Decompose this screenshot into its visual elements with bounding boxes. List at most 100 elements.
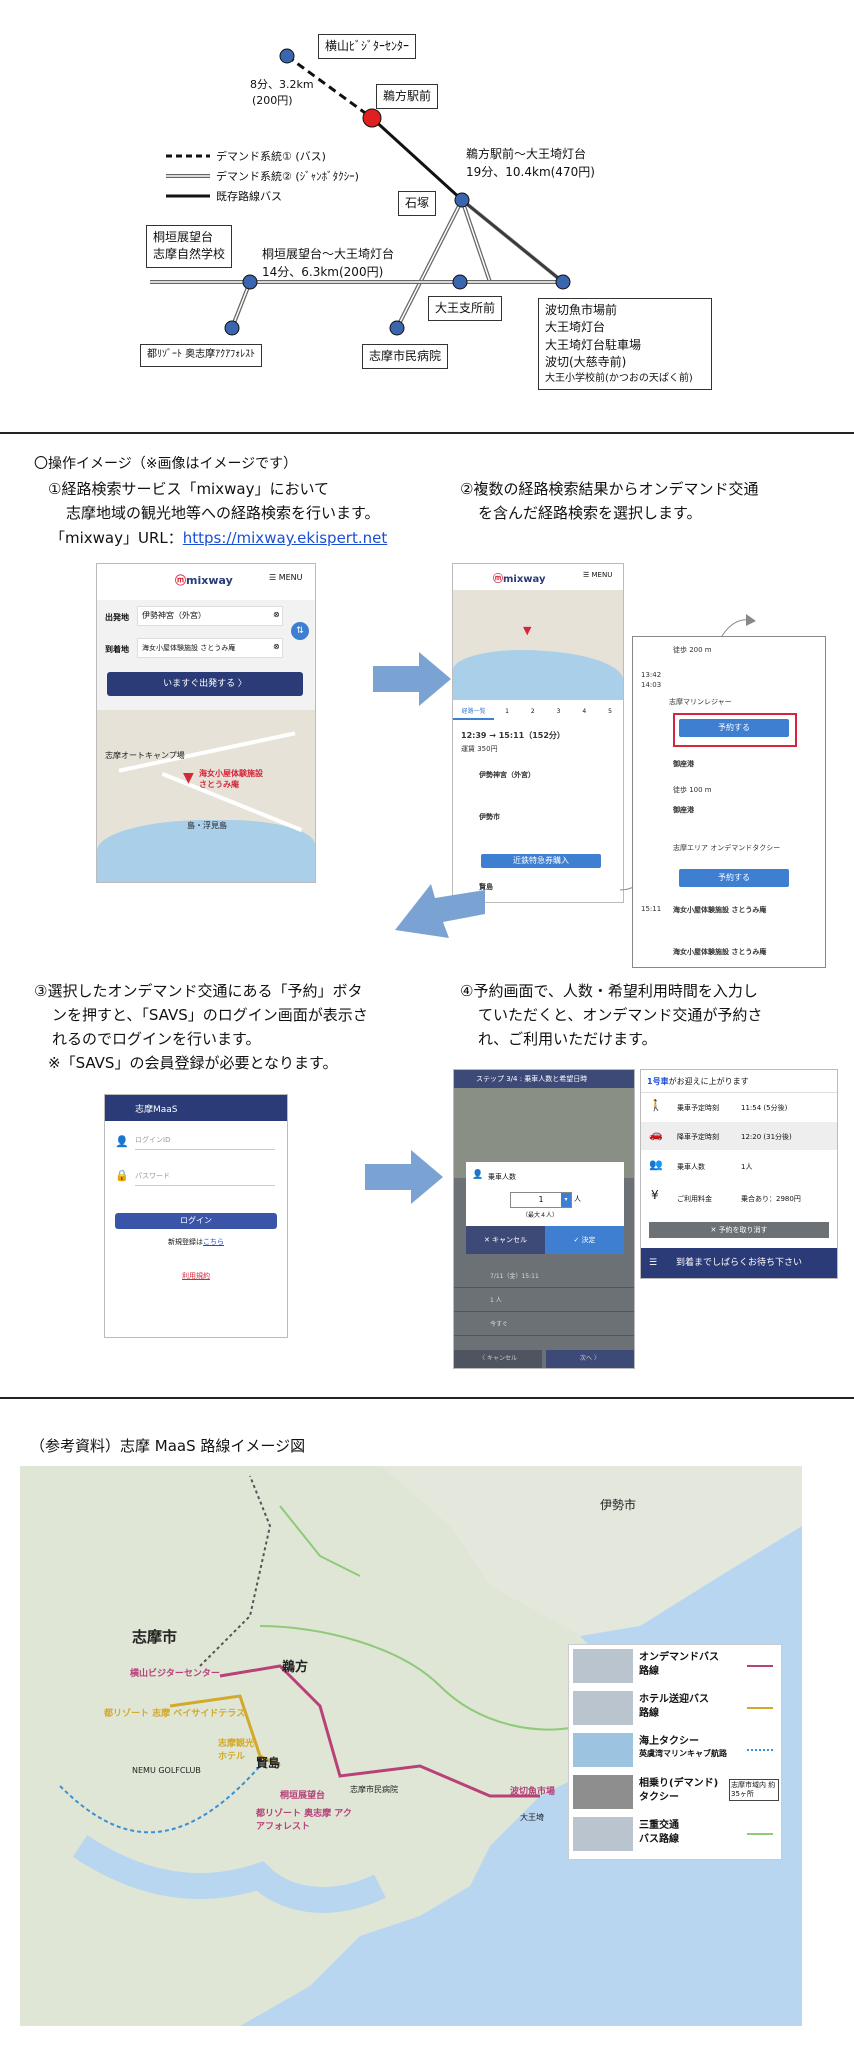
- cancel-button[interactable]: ✕ キャンセル: [466, 1226, 545, 1254]
- register-link[interactable]: こちら: [203, 1238, 224, 1246]
- swap-icon[interactable]: ⇅: [291, 622, 309, 640]
- from-input[interactable]: 伊勢神宮（外宮）: [137, 606, 283, 626]
- reserve-highlight: [673, 713, 797, 747]
- back-button[interactable]: 〈 キャンセル: [454, 1350, 542, 1368]
- clear-to-icon[interactable]: ⊗: [273, 642, 280, 651]
- step4-line2: ていただくと、オンデマンド交通が予約さ: [478, 1006, 763, 1024]
- waiting-footer: ☰到着までしばらくお待ち下さい: [641, 1248, 837, 1278]
- reserve-button-1[interactable]: 予約する: [679, 719, 789, 737]
- tab-4[interactable]: 4: [582, 708, 587, 715]
- legend-text-sanco-bus: 三重交通バス路線: [639, 1820, 679, 1845]
- people-row[interactable]: 1 人: [454, 1290, 634, 1312]
- arr-time-1: 14:03: [641, 681, 662, 689]
- car-suffix: がお迎えに上がります: [668, 1077, 749, 1086]
- nakiri-line3: 大王埼灯台駐車場: [545, 337, 642, 352]
- hospital-box: 志摩市民病院: [362, 344, 449, 370]
- to-input[interactable]: 海女小屋体験施設 さとうみ庵: [137, 638, 283, 658]
- map-hospital: 志摩市民病院: [350, 1785, 398, 1794]
- menu-button[interactable]: ☰ MENU: [269, 573, 303, 582]
- kirigaki-line2: 志摩自然学校: [153, 247, 226, 262]
- from-label: 出発地: [105, 613, 129, 622]
- legend-existing: 既存路線バス: [216, 190, 282, 203]
- map-area-2: ▼: [453, 590, 623, 700]
- map-bayside: 都リゾート 志摩 ベイサイドテラス: [104, 1709, 246, 1719]
- password-input[interactable]: パスワード: [135, 1171, 275, 1186]
- mixway-url-link[interactable]: https://mixway.ekispert.net: [182, 529, 388, 547]
- register-text: 新規登録は: [168, 1238, 203, 1246]
- step-header-title: ステップ 3/4 : 乗車人数と希望日時: [476, 1075, 588, 1083]
- hamburger-icon: ☰: [269, 573, 277, 582]
- step3-line1: ③選択したオンデマンド交通にある「予約」ボタ: [34, 982, 363, 1000]
- nakiri-line1: 波切魚市場前: [545, 303, 618, 317]
- fare-label: ご利用料金: [677, 1195, 712, 1203]
- mixway-logo: ⓜmixway: [175, 574, 233, 587]
- time-row[interactable]: 今すぐ: [454, 1314, 634, 1336]
- resort-box: 都ﾘｿﾞｰﾄ 奥志摩ｱｸｱﾌｫﾚｽﾄ: [140, 344, 263, 367]
- map-yokoyama: 横山ビジターセンター: [130, 1669, 220, 1679]
- hotel-bus-photo: [573, 1691, 633, 1725]
- marine-route: 志摩マリンレジャー: [669, 698, 732, 706]
- tab-5[interactable]: 5: [608, 708, 612, 715]
- savs-login-screen: 志摩MaaS 👤 ログインID 🔒 パスワード ログイン 新規登録はこちら 利用…: [104, 1094, 288, 1338]
- step4-line1: ④予約画面で、人数・希望利用時間を入力し: [460, 982, 758, 1000]
- map-ise-city: 伊勢市: [600, 1498, 637, 1512]
- login-button[interactable]: ログイン: [115, 1213, 277, 1229]
- legend-line-demand-bus: [747, 1665, 773, 1667]
- tab-2[interactable]: 2: [530, 708, 535, 715]
- reserve-button-2[interactable]: 予約する: [679, 869, 789, 887]
- arr-time-final: 15:11: [641, 905, 662, 913]
- passenger-select[interactable]: 1 ▾: [510, 1192, 572, 1208]
- terms-link[interactable]: 利用規約: [182, 1272, 210, 1280]
- clear-from-icon[interactable]: ⊗: [273, 610, 280, 619]
- tab-list[interactable]: 経路一覧: [453, 704, 495, 720]
- mixway-logo-icon: ⓜ: [175, 574, 186, 587]
- dropoff-value: 12:20 (31分後): [741, 1133, 792, 1141]
- segment2-title: 鵜方駅前～大王埼灯台: [466, 147, 587, 161]
- reservation-confirmed-screen: 1号車がお迎えに上がります 🚶 乗車予定時刻 11:54 (5分後) 🚗 降車予…: [640, 1069, 838, 1279]
- route-detail-screen: 徒歩 200 m 13:42 14:03 志摩マリンレジャー 予約する 御座港 …: [632, 636, 826, 968]
- cancel-reservation-button[interactable]: ✕ 予約を取り消す: [649, 1222, 829, 1238]
- map-label-destination: 海女小屋体験施設 さとうみ庵: [199, 769, 263, 789]
- legend-text-sea-taxi: 海上タクシー英虞湾マリンキャブ航路: [639, 1736, 727, 1758]
- route-diagram: 横山ﾋﾞｼﾞﾀｰｾﾝﾀｰ 8分、3.2km (200円) 鵜方駅前 デマンド系統…: [0, 0, 854, 430]
- legend-note-taxi: 志摩市域内 約35ヶ所: [729, 1779, 779, 1802]
- decide-button[interactable]: ✓ 決定: [545, 1226, 624, 1254]
- step2-line1: ②複数の経路検索結果からオンデマンド交通: [460, 480, 759, 498]
- footer-menu-icon[interactable]: ☰: [649, 1258, 658, 1268]
- step2-line2: を含んだ経路検索を選択します。: [478, 504, 702, 522]
- route-time: 12:39 → 15:11（152分）: [461, 731, 565, 740]
- pin-icon-2: ▼: [523, 624, 532, 637]
- login-header-title: 志摩MaaS: [135, 1105, 178, 1115]
- people-info-row: 👥 乗車人数 1人: [641, 1152, 837, 1180]
- step3-line3: れるのでログインを行います。: [52, 1030, 261, 1048]
- legend-text-hotel-bus: ホテル送迎バス路線: [639, 1694, 709, 1719]
- to-label: 到着地: [105, 645, 129, 654]
- arrow-down-left: [395, 884, 485, 938]
- depart-now-button[interactable]: いますぐ出発する 〉: [107, 672, 303, 696]
- route-stop-1: 伊勢神宮（外宮）: [479, 771, 535, 779]
- routemap-image: 志摩市 伊勢市 鵜方 賢島 横山ビジターセンター 桐垣展望台 都リゾート 奥志摩…: [20, 1466, 802, 2026]
- step1-line1: ①経路検索サービス「mixway」において: [48, 480, 329, 498]
- fare-value: 乗合あり：2980円: [741, 1195, 801, 1203]
- login-id-input[interactable]: ログインID: [135, 1135, 275, 1150]
- step4-line3: れ、ご利用いただけます。: [478, 1030, 657, 1048]
- step1-url-row: 「mixway」URL：https://mixway.ekispert.net: [50, 527, 387, 550]
- next-button[interactable]: 次へ 〉: [546, 1350, 634, 1368]
- pickup-label: 乗車予定時刻: [677, 1104, 719, 1112]
- map-shima-kanko: 志摩観光ホテル: [218, 1739, 255, 1762]
- step1-url-label: 「mixway」URL：: [50, 529, 183, 547]
- routemap-title: （参考資料）志摩 MaaS 路線イメージ図: [30, 1437, 306, 1455]
- ishizuka-box: 石塚: [398, 191, 437, 217]
- date-row[interactable]: 7/11（金）15:11: [454, 1266, 634, 1288]
- route-tabs: 経路一覧 1 2 3 4 5: [453, 704, 623, 720]
- menu-button-2[interactable]: ☰ MENU: [583, 571, 613, 579]
- dropoff-row: 🚗 降車予定時刻 12:20 (31分後): [641, 1122, 837, 1150]
- buy-limited-express-button[interactable]: 近鉄特急券購入: [481, 854, 601, 868]
- route-diagram-lines: [150, 48, 571, 336]
- legend-row-sanco-bus: 三重交通バス路線: [569, 1813, 779, 1855]
- step3-line4: ※「SAVS」の会員登録が必要となります。: [48, 1054, 338, 1072]
- people-value: 1人: [741, 1163, 753, 1171]
- tab-3[interactable]: 3: [556, 708, 561, 715]
- segment3-title: 桐垣展望台～大王埼灯台: [262, 247, 395, 261]
- tab-1[interactable]: 1: [505, 708, 509, 715]
